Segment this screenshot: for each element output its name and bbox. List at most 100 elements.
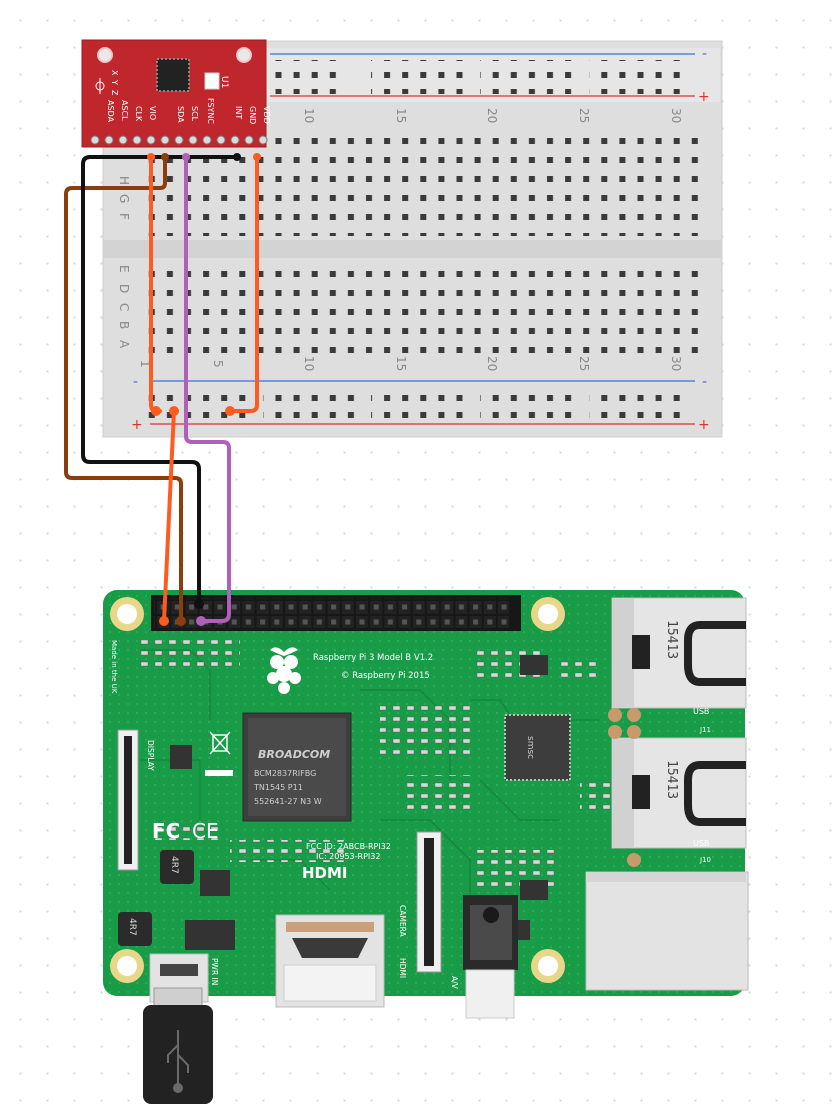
top-rail-minus-label: - — [702, 46, 707, 62]
display-connector: DISPLAY — [117, 729, 155, 871]
col-num-bottom-1: 1 — [138, 360, 152, 368]
raspberry-pi-board: Raspberry Pi 3 Model B V1.2 © Raspberry … — [103, 590, 749, 1019]
col-num-bottom-15: 15 — [394, 356, 408, 371]
smd-components — [140, 640, 610, 890]
fc-mark: FC — [152, 819, 180, 843]
wires — [64, 155, 259, 623]
sensor-pin-label-sda: SDA — [176, 106, 185, 123]
pi-copyright: © Raspberry Pi 2015 — [341, 671, 430, 681]
imu-chip — [156, 58, 190, 92]
inductor-1-label: 4R7 — [169, 856, 179, 874]
wire-endpoints — [147, 153, 261, 626]
usb-port[interactable]: 15413 — [611, 737, 747, 849]
camera-connector: CAMERA HDMI — [398, 831, 442, 978]
silkscreen-box — [205, 770, 233, 776]
lower-terminal-strip — [140, 260, 700, 355]
pi-mount-hole — [110, 949, 144, 983]
col-num-bottom-30: 30 — [669, 356, 683, 371]
display-label: DISPLAY — [146, 740, 155, 771]
sensor-pin-header — [90, 135, 268, 145]
row-letter-d: D — [117, 284, 131, 293]
col-num-bottom-25: 25 — [577, 356, 591, 371]
pi-ic — [200, 870, 230, 896]
row-letter-b: B — [117, 321, 131, 329]
bottom-rail-minus-label-left: - — [133, 374, 138, 390]
wire-brown-sda — [64, 155, 183, 623]
hdmi-label: HDMI — [302, 864, 348, 882]
pi-ic — [170, 745, 192, 769]
sensor-regulator — [204, 72, 220, 90]
sensor-pin-label-gnd: GND — [248, 106, 257, 124]
camera-label: CAMERA — [398, 905, 407, 937]
imu-sensor-breakout[interactable]: U1 X Y Z VDD GND INT FSYNC SCL SDA VIO C… — [81, 39, 271, 148]
sensor-pin-label-vdd: VDD — [262, 106, 271, 124]
usb-symbol-icon — [167, 1030, 189, 1093]
pi-ic — [520, 655, 548, 675]
bottom-rail-minus-label-right: - — [702, 374, 707, 390]
pi-ic — [185, 920, 235, 950]
sensor-mount-hole — [236, 47, 252, 63]
hdmi-port[interactable] — [275, 914, 385, 1008]
lan-chip: smsc — [504, 714, 571, 781]
fcc-line-2: IC: 20953-RPI32 — [316, 852, 380, 861]
hdmi-small-label: HDMI — [398, 958, 407, 978]
broadcom-soc-chip: BROADCOM BCM2837RIFBG TN1545 P11 552641-… — [242, 712, 352, 822]
row-letter-a: A — [117, 340, 131, 349]
center-channel — [103, 240, 722, 258]
row-letter-c: C — [117, 303, 131, 311]
audio-jack[interactable] — [463, 895, 518, 1019]
micro-usb-plug — [143, 987, 213, 1104]
sensor-chip-label: U1 — [219, 76, 229, 88]
inductor-2-label: 4R7 — [127, 918, 137, 936]
ce-mark: CE — [192, 819, 219, 843]
usb-solder-pads — [608, 708, 641, 867]
soc-line-1: BCM2837RIFBG — [254, 769, 316, 778]
bottom-rail-plus-label-right: + — [698, 417, 710, 433]
top-rail-plus-label: + — [698, 89, 710, 105]
soc-line-3: 552641-27 N3 W — [254, 797, 322, 806]
power-label: PWR IN — [210, 958, 219, 985]
usb-chip-text-1: 15413 — [664, 620, 679, 659]
usb-port[interactable]: 15413 — [611, 597, 747, 709]
sensor-pin-label-fsync: FSYNC — [206, 98, 215, 124]
pi-ic — [520, 880, 548, 900]
col-num-top-25: 25 — [577, 108, 591, 123]
bottom-rail-holes — [144, 388, 681, 422]
sensor-pin-label-ascl: ASCL — [120, 100, 129, 121]
lan-chip-label: smsc — [525, 736, 535, 759]
pi-model-label: Raspberry Pi 3 Model B V1.2 — [313, 653, 433, 663]
col-num-bottom-10: 10 — [302, 356, 316, 371]
usb-code-j10: J10 — [699, 856, 711, 864]
gpio-header[interactable] — [151, 595, 521, 631]
inductor: 4R7 — [118, 912, 152, 946]
pi-mount-hole — [531, 949, 565, 983]
col-num-top-10: 10 — [302, 108, 316, 123]
col-num-bottom-20: 20 — [485, 356, 499, 371]
sensor-pin-label-asda: ASDA — [106, 100, 115, 123]
bottom-rail-plus-label-left: + — [131, 417, 143, 433]
raspberry-logo-icon — [267, 647, 301, 694]
wire-red-3v3 — [162, 409, 176, 623]
soc-line-2: TN1545 P11 — [253, 783, 303, 792]
sensor-pin-label-clk: CLK — [134, 106, 143, 122]
col-num-top-30: 30 — [669, 108, 683, 123]
pi-mount-hole — [531, 597, 565, 631]
row-letter-f: F — [117, 213, 131, 220]
pi-mount-hole — [110, 597, 144, 631]
sensor-pin-label-scl: SCL — [190, 106, 199, 122]
wire-purple-scl — [184, 155, 231, 623]
usb-code-j11: J11 — [699, 726, 711, 734]
wire-black-gnd — [81, 155, 239, 606]
usb-label-1: USB — [693, 707, 709, 716]
col-num-top-20: 20 — [485, 108, 499, 123]
sensor-pin-label-vio: VIO — [148, 106, 157, 120]
usb-label-2: USB — [693, 839, 709, 848]
top-rail-holes — [271, 60, 681, 94]
inductor: 4R7 — [160, 850, 194, 884]
row-letter-g: G — [117, 194, 131, 203]
ethernet-port[interactable] — [585, 871, 749, 991]
sensor-mount-hole — [97, 47, 113, 63]
sensor-axis-x: X — [110, 70, 119, 76]
weee-icon — [209, 731, 231, 755]
